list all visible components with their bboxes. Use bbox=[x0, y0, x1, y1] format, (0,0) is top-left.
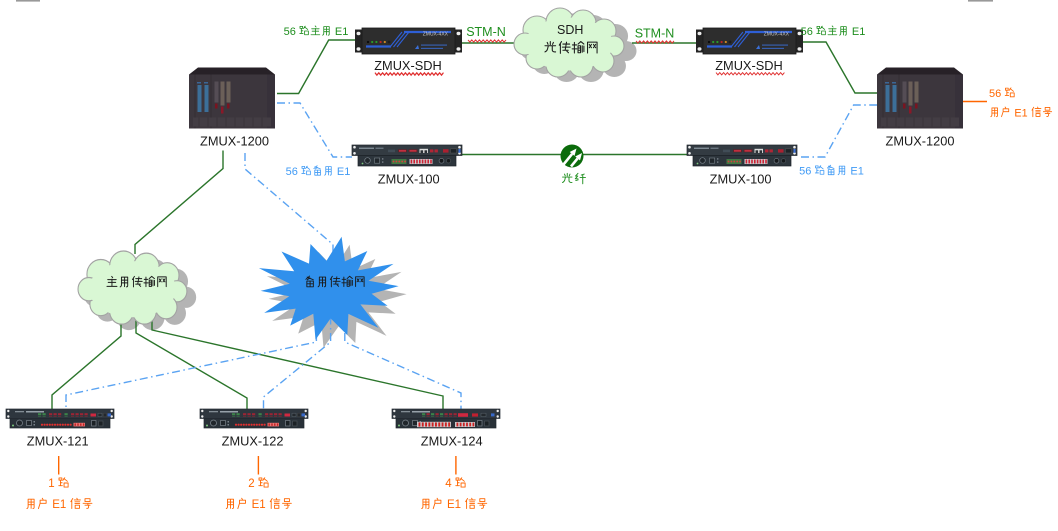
svg-text:STM-N: STM-N bbox=[466, 25, 506, 39]
svg-text:E1: E1 bbox=[252, 499, 266, 511]
svg-text:ZMUX-100: ZMUX-100 bbox=[378, 172, 440, 187]
svg-text:E1: E1 bbox=[52, 499, 66, 511]
svg-text:4: 4 bbox=[445, 478, 452, 490]
svg-text:ZMUX-SDH: ZMUX-SDH bbox=[374, 58, 442, 73]
svg-text:ZMUX-122: ZMUX-122 bbox=[222, 434, 284, 449]
svg-text:ZMUX-121: ZMUX-121 bbox=[27, 434, 89, 449]
svg-text:E1: E1 bbox=[335, 26, 348, 38]
svg-text:56: 56 bbox=[989, 88, 1001, 100]
svg-text:E1: E1 bbox=[852, 26, 865, 38]
svg-text:ZMUX-100: ZMUX-100 bbox=[710, 172, 772, 187]
svg-text:ZMUX-4XX: ZMUX-4XX bbox=[764, 32, 790, 38]
svg-text:E1: E1 bbox=[447, 499, 461, 511]
svg-text:ZMUX-SDH: ZMUX-SDH bbox=[715, 58, 783, 73]
svg-text:56: 56 bbox=[286, 166, 298, 178]
svg-text:E1: E1 bbox=[850, 166, 863, 178]
svg-text:ZMUX-124: ZMUX-124 bbox=[421, 434, 483, 449]
svg-text:2: 2 bbox=[248, 478, 254, 490]
svg-text:STM-N: STM-N bbox=[635, 27, 675, 41]
svg-text:ZMUX-4XX: ZMUX-4XX bbox=[423, 32, 449, 38]
svg-text:56: 56 bbox=[799, 166, 811, 178]
svg-text:56: 56 bbox=[284, 26, 296, 38]
svg-text:SDH: SDH bbox=[557, 23, 583, 37]
svg-text:ZMUX-1200: ZMUX-1200 bbox=[886, 134, 955, 149]
svg-text:1: 1 bbox=[48, 478, 54, 490]
svg-text:E1: E1 bbox=[337, 166, 350, 178]
svg-text:E1: E1 bbox=[1014, 107, 1027, 119]
svg-text:ZMUX-1200: ZMUX-1200 bbox=[200, 134, 269, 149]
svg-text:56: 56 bbox=[801, 26, 813, 38]
